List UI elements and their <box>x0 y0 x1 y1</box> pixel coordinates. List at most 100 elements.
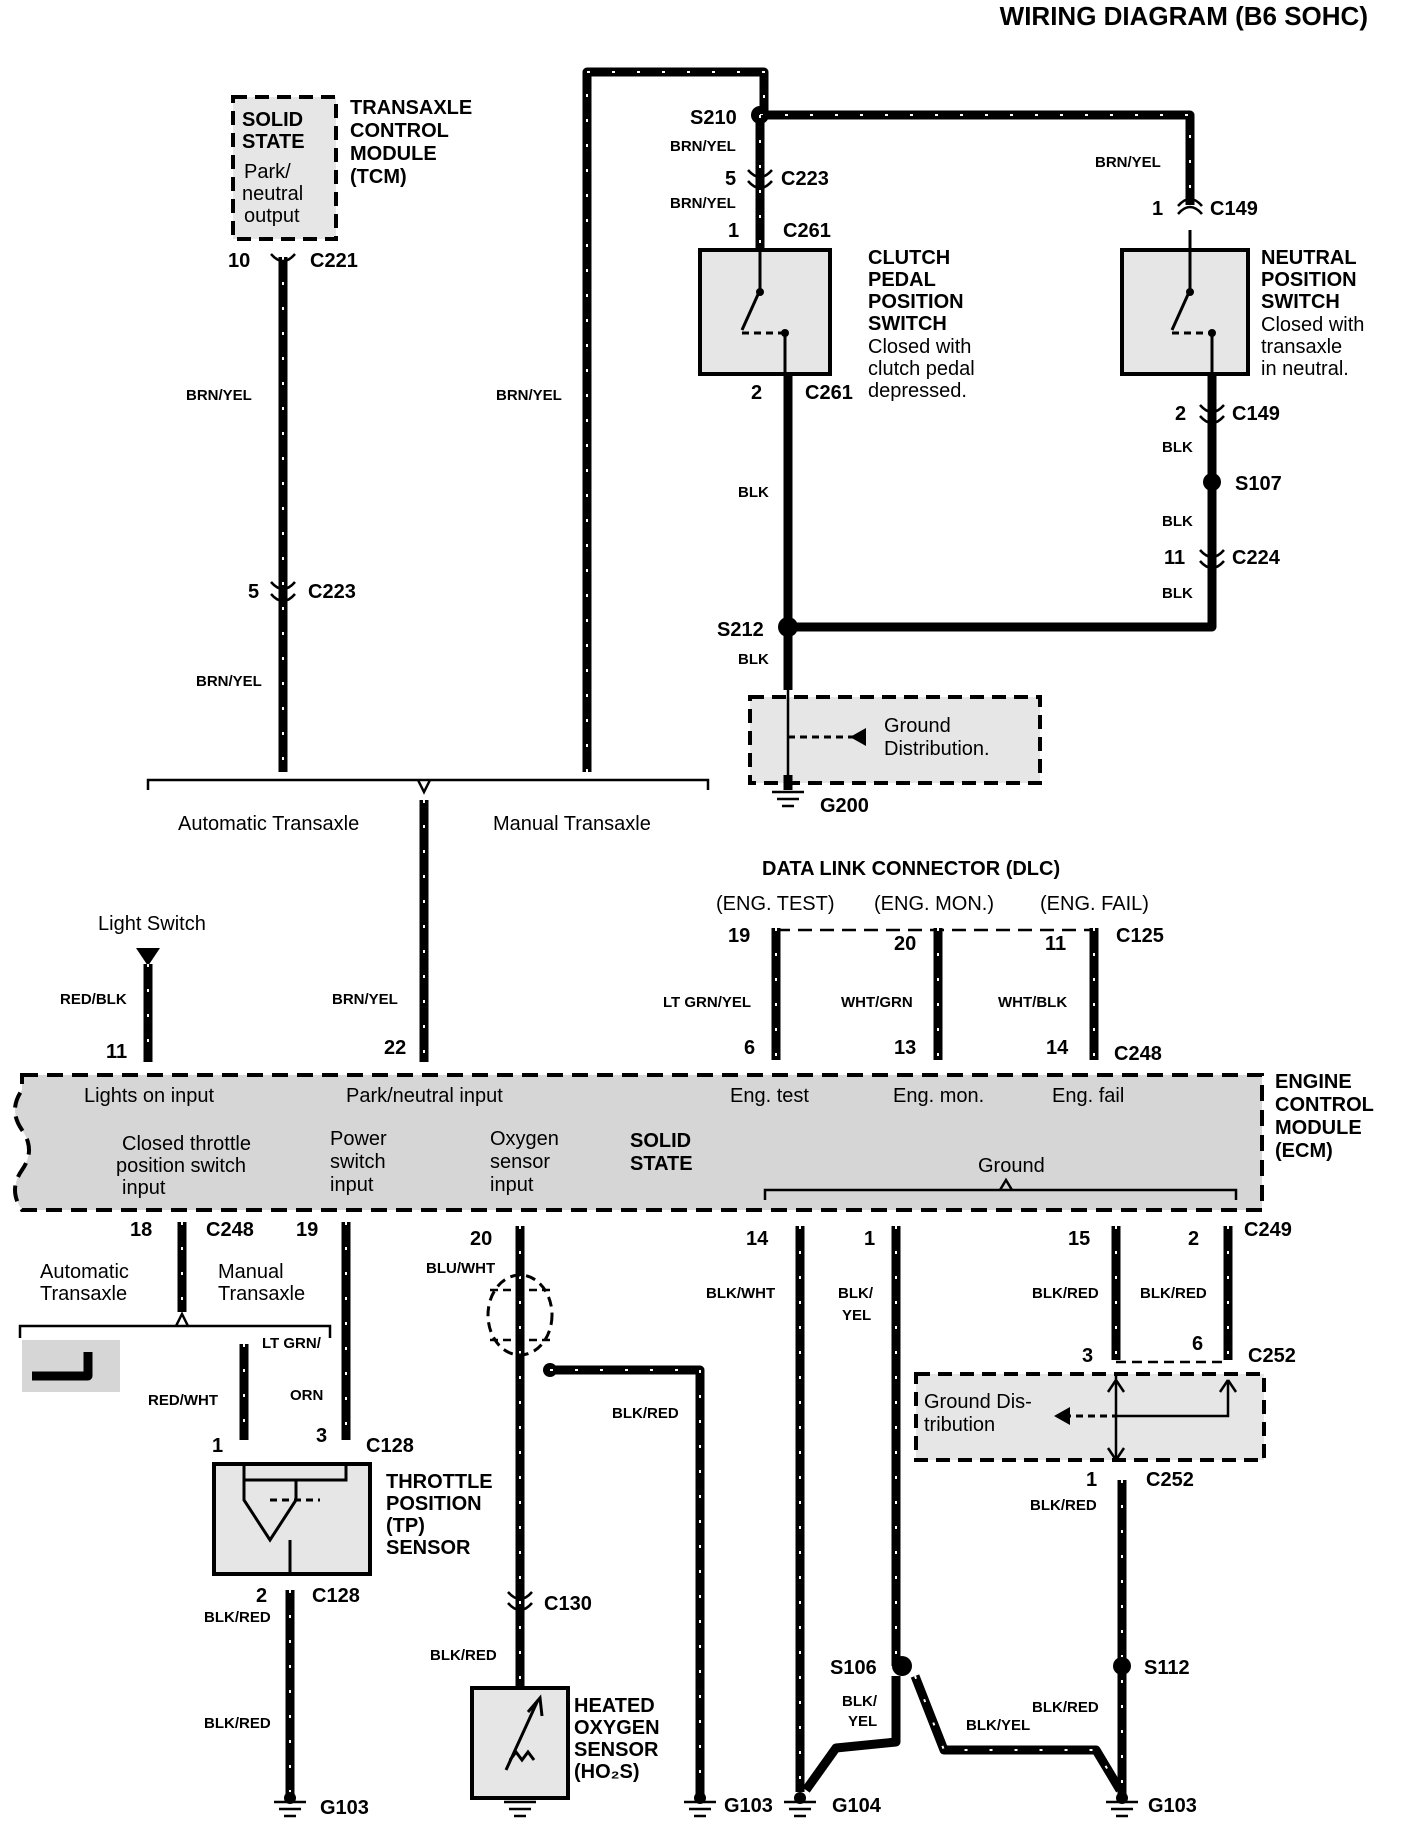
diagram-label: 1 <box>212 1435 223 1457</box>
diagram-label: LT GRN/ <box>262 1335 322 1352</box>
diagram-label: CONTROL <box>350 120 449 142</box>
choice-automatic: Automatic Transaxle <box>178 813 359 835</box>
diagram-label: BLK/RED <box>1030 1497 1097 1514</box>
diagram-label: clutch pedal <box>868 358 975 380</box>
diagram-label: CONTROL <box>1275 1094 1374 1116</box>
diagram-label: 2 <box>1175 403 1186 425</box>
diagram-label: (HO₂S) <box>574 1761 640 1783</box>
diagram-label: 15 <box>1068 1228 1090 1250</box>
diagram-label: depressed. <box>868 380 967 402</box>
diagram-label: THROTTLE <box>386 1471 493 1493</box>
diagram-label: BLK <box>738 651 769 668</box>
diagram-label: G104 <box>832 1795 882 1817</box>
ecm-module: Lights on input Park/neutral input Eng. … <box>13 1071 1374 1212</box>
diagram-label: switch <box>330 1151 386 1173</box>
diagram-label: 14 <box>1046 1037 1069 1059</box>
diagram-label: Transaxle <box>40 1283 127 1305</box>
diagram-label: C224 <box>1232 547 1281 569</box>
diagram-label: C249 <box>1244 1219 1292 1241</box>
diagram-label: SWITCH <box>1261 291 1340 313</box>
diagram-label: C261 <box>783 220 831 242</box>
diagram-label: 22 <box>384 1037 406 1059</box>
diagram-label: SOLID <box>242 109 303 131</box>
diagram-label: BLU/WHT <box>426 1260 495 1277</box>
diagram-label: YEL <box>848 1713 877 1730</box>
diagram-label: G200 <box>820 795 869 817</box>
diagram-label: 1 <box>1086 1469 1097 1491</box>
automatic-branch-symbol <box>22 1340 120 1392</box>
diagram-label: BLK/RED <box>204 1715 271 1732</box>
diagram-label: S210 <box>690 107 737 129</box>
diagram-label: 6 <box>744 1037 755 1059</box>
diagram-label: 20 <box>894 933 916 955</box>
diagram-label: DATA LINK CONNECTOR (DLC) <box>762 858 1060 880</box>
diagram-label: neutral <box>242 183 303 205</box>
diagram-label: input <box>122 1177 166 1199</box>
diagram-label: 2 <box>751 382 762 404</box>
diagram-label: 19 <box>296 1219 318 1241</box>
diagram-label: Ground <box>884 715 951 737</box>
tcm-module: SOLID STATE Park/ neutral output TRANSAX… <box>231 95 472 241</box>
diagram-label: Power <box>330 1128 387 1150</box>
diagram-label: (ENG. MON.) <box>874 893 994 915</box>
diagram-label: WHT/GRN <box>841 994 913 1011</box>
diagram-label: SWITCH <box>868 313 947 335</box>
diagram-label: 1 <box>864 1228 875 1250</box>
diagram-label: ORN <box>290 1387 323 1404</box>
diagram-label: Closed with <box>868 336 971 358</box>
throttle-position-sensor: THROTTLE POSITION (TP) SENSOR <box>212 1462 493 1576</box>
diagram-label: C223 <box>308 581 356 603</box>
diagram-label: Oxygen <box>490 1128 559 1150</box>
diagram-label: G103 <box>320 1797 369 1819</box>
diagram-label: 20 <box>470 1228 492 1250</box>
diagram-label: in neutral. <box>1261 358 1349 380</box>
diagram-label: Eng. test <box>730 1085 809 1107</box>
diagram-label: BRN/YEL <box>670 195 736 212</box>
diagram-label: 11 <box>106 1041 127 1063</box>
diagram-label: Light Switch <box>98 913 206 935</box>
diagram-label: G103 <box>724 1795 773 1817</box>
diagram-label: (ENG. FAIL) <box>1040 893 1149 915</box>
diagram-label: 13 <box>894 1037 916 1059</box>
diagram-label: 3 <box>316 1425 327 1447</box>
diagram-label: C128 <box>366 1435 414 1457</box>
diagram-label: transaxle <box>1261 336 1342 358</box>
diagram-label: (ENG. TEST) <box>716 893 835 915</box>
ground-distribution-top: Ground Distribution. G200 <box>748 690 1042 817</box>
diagram-label: BLK/RED <box>1140 1285 1207 1302</box>
diagram-label: C149 <box>1210 198 1258 220</box>
choice-manual: Manual Transaxle <box>493 813 651 835</box>
diagram-label: S112 <box>1144 1657 1190 1679</box>
neutral-position-switch: NEUTRAL POSITION SWITCH Closed with tran… <box>1120 230 1364 380</box>
diagram-label: input <box>330 1174 374 1196</box>
diagram-label: C252 <box>1146 1469 1194 1491</box>
ground-distribution-right: Ground Dis- tribution <box>914 1372 1266 1463</box>
diagram-label: Distribution. <box>884 738 990 760</box>
diagram-label: S107 <box>1235 473 1282 495</box>
diagram-label: BLK <box>738 484 769 501</box>
diagram-label: S212 <box>717 619 764 641</box>
diagram-label: NEUTRAL <box>1261 247 1357 269</box>
diagram-label: S106 <box>830 1657 877 1679</box>
diagram-label: C261 <box>805 382 853 404</box>
diagram-label: ENGINE <box>1275 1071 1352 1093</box>
diagram-label: C221 <box>310 250 358 272</box>
diagram-label: WHT/BLK <box>998 994 1067 1011</box>
diagram-label: Lights on input <box>84 1085 215 1107</box>
diagram-label: output <box>244 205 300 227</box>
diagram-label: 2 <box>256 1585 267 1607</box>
diagram-label: MODULE <box>1275 1117 1362 1139</box>
diagram-label: (ECM) <box>1275 1140 1333 1162</box>
diagram-label: BRN/YEL <box>196 673 262 690</box>
diagram-label: SENSOR <box>386 1537 471 1559</box>
diagram-label: 14 <box>746 1228 769 1250</box>
diagram-label: BRN/YEL <box>1095 154 1161 171</box>
diagram-label: HEATED <box>574 1695 655 1717</box>
diagram-label: C248 <box>1114 1043 1162 1065</box>
diagram-label: BLK/WHT <box>706 1285 775 1302</box>
diagram-label: BLK/RED <box>1032 1699 1099 1716</box>
diagram-label: BLK/RED <box>1032 1285 1099 1302</box>
diagram-label: 2 <box>1188 1228 1199 1250</box>
diagram-label: Ground <box>978 1155 1045 1177</box>
